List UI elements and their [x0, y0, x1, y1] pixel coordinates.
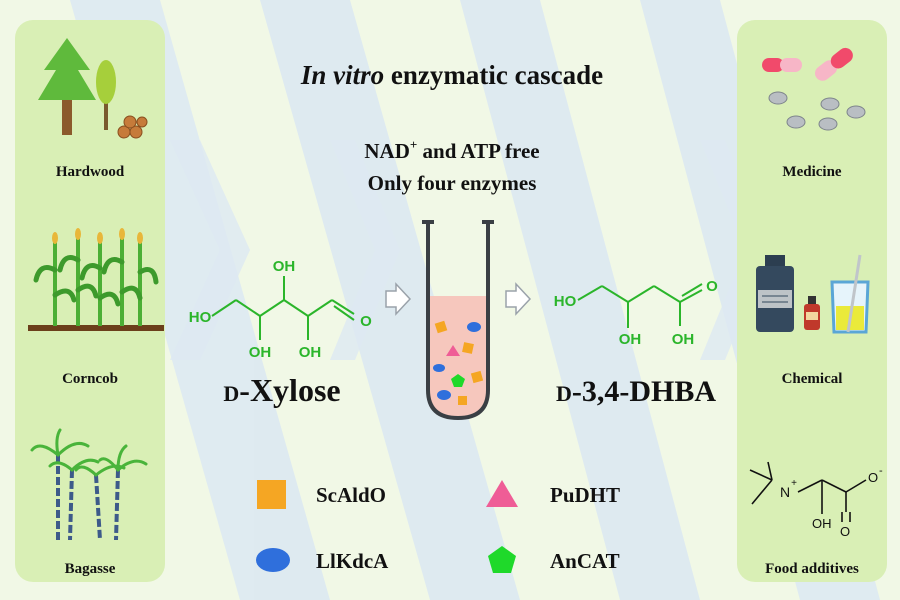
main-title: In vitro enzymatic cascade [300, 60, 603, 90]
chemical-icon [756, 254, 870, 334]
xylose-oh-bottom-left: OH [249, 344, 272, 361]
source-label-hardwood: Hardwood [56, 164, 125, 180]
main-title-rest: enzymatic cascade [384, 60, 603, 90]
dhba-oh-acid: OH [672, 331, 695, 348]
medicine-icon [762, 47, 866, 131]
dhba-name: D-3,4-DHBA [556, 375, 716, 408]
dhba-prefix: D [556, 381, 572, 406]
left-panel [15, 20, 165, 582]
dhba-ho-left: HO [554, 293, 577, 310]
carnitine-o-charge: - [879, 465, 883, 477]
arrow-to-tube [385, 282, 412, 316]
dhba-o-acid: O [706, 278, 718, 295]
product-label-medicine: Medicine [782, 164, 841, 180]
xylose-structure [211, 276, 355, 340]
dhba-oh-bottom: OH [619, 331, 642, 348]
subtitle-nad-sup: + [410, 137, 417, 152]
legend-pentagon-icon [488, 546, 516, 573]
xylose-o-aldehyde: O [360, 313, 372, 330]
tube-pentagon-1 [451, 374, 465, 387]
tube-ellipse-3 [437, 390, 451, 400]
legend-label-pudht: PuDHT [550, 483, 620, 507]
carnitine-o-single: O [868, 470, 878, 485]
hardwood-icon [38, 38, 148, 139]
corncob-icon [28, 228, 164, 331]
legend-square-icon [257, 480, 286, 509]
tube-square-4 [458, 396, 467, 405]
tube-square-1 [434, 320, 448, 334]
carnitine-structure [749, 461, 867, 522]
tube-triangle-1 [446, 345, 460, 356]
xylose-prefix: D [223, 381, 239, 406]
tube-ellipse-2 [433, 364, 445, 372]
subtitle-line2: Only four enzymes [368, 171, 537, 195]
tube-enzymes [433, 320, 484, 405]
tube-square-3 [470, 370, 484, 384]
legend-label-llkdca: LlKdcA [316, 549, 389, 573]
subtitle-line1: NAD+ and ATP free [364, 137, 539, 163]
legend-label-scaldo: ScAldO [316, 483, 386, 507]
product-label-chemical: Chemical [782, 371, 843, 387]
carnitine-o-double: O [840, 524, 850, 539]
test-tube [422, 220, 494, 421]
product-label-food-additives: Food additives [765, 561, 859, 577]
dhba-main: -3,4-DHBA [572, 375, 716, 408]
xylose-oh-bottom-right: OH [299, 344, 322, 361]
xylose-oh-top: OH [273, 258, 296, 275]
arrow-to-product [505, 282, 532, 316]
bagasse-icon [30, 428, 148, 541]
source-label-bagasse: Bagasse [65, 561, 116, 577]
enzyme-legend: ScAldO PuDHT LlKdcA AnCAT [256, 480, 620, 573]
subtitle-nad: NAD [364, 139, 410, 163]
tube-square-2 [462, 342, 474, 354]
legend-label-ancat: AnCAT [550, 549, 620, 573]
tube-ellipse-1 [467, 322, 481, 332]
dhba-structure [577, 283, 703, 328]
legend-triangle-icon [486, 480, 518, 507]
main-title-italic: In vitro [300, 60, 384, 90]
xylose-main: -Xylose [239, 372, 340, 408]
legend-ellipse-icon [256, 548, 290, 572]
carnitine-n-charge: + [791, 478, 797, 489]
subtitle-atp: and ATP free [417, 139, 539, 163]
xylose-ho-left: HO [189, 309, 212, 326]
xylose-name: D-Xylose [223, 372, 340, 408]
carnitine-n: N [780, 484, 790, 500]
source-label-corncob: Corncob [62, 371, 118, 387]
carnitine-oh: OH [812, 516, 832, 531]
